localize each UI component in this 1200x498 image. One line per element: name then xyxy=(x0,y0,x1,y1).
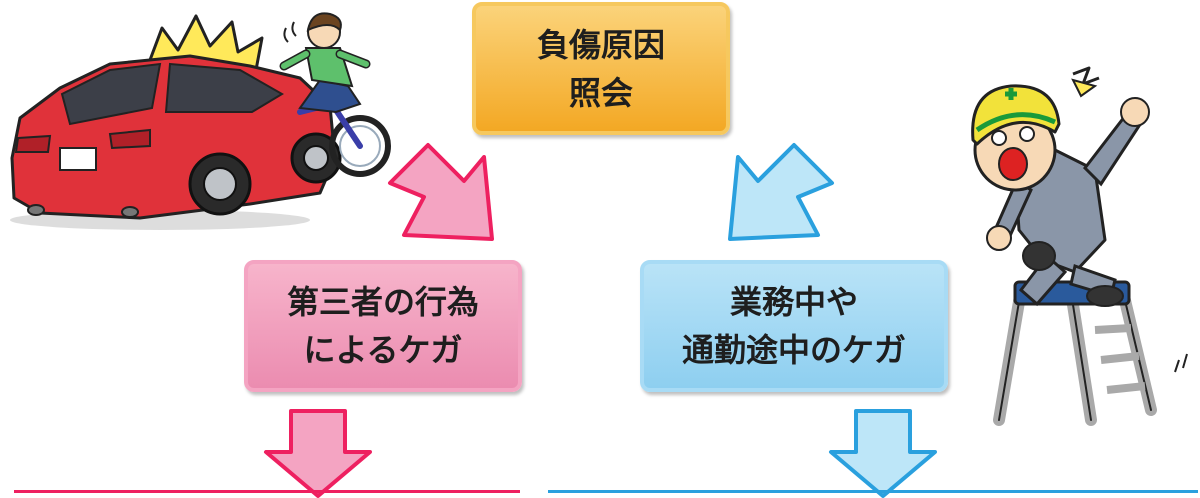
pink-diagonal-arrow-icon xyxy=(388,143,494,241)
blue-bottom-rule xyxy=(548,490,1198,493)
blue-down-arrow-icon xyxy=(829,409,937,498)
car-bicycle-accident-illustration xyxy=(10,12,391,230)
left-box-line2: によるケガ xyxy=(303,331,463,369)
pink-down-arrow-icon xyxy=(264,409,372,498)
worker-falling-stepladder-illustration xyxy=(971,66,1188,426)
top-box-line2: 照会 xyxy=(568,73,633,112)
pink-bottom-rule xyxy=(14,490,520,493)
work-commute-injury-box: 業務中や 通勤途中のケガ xyxy=(640,260,948,392)
third-party-injury-box: 第三者の行為 によるケガ xyxy=(244,260,522,392)
top-box-line1: 負傷原因 xyxy=(536,25,665,64)
right-box-line2: 通勤途中のケガ xyxy=(681,331,906,369)
left-box-line1: 第三者の行為 xyxy=(286,283,479,321)
injury-cause-inquiry-box: 負傷原因 照会 xyxy=(472,2,730,135)
right-box-line1: 業務中や xyxy=(729,283,858,321)
blue-diagonal-arrow-icon xyxy=(728,143,834,241)
